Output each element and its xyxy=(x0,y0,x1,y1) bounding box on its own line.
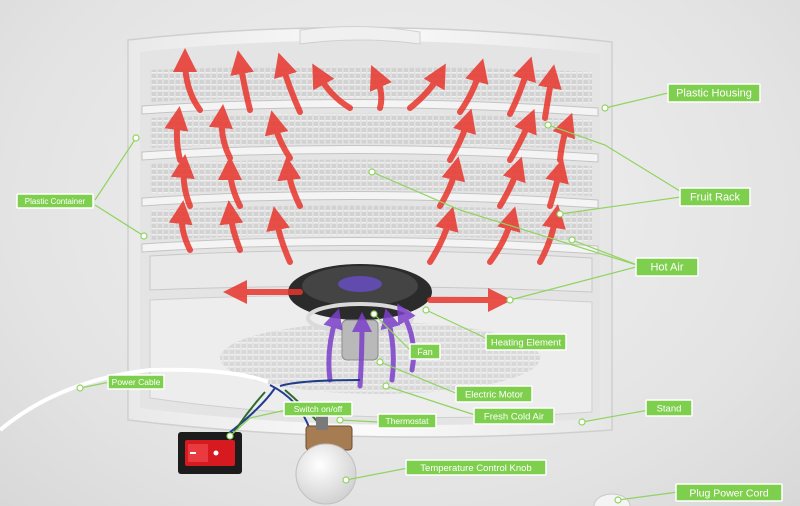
svg-text:Switch on/off: Switch on/off xyxy=(294,404,343,414)
label-plastic-container: Plastic Container xyxy=(16,193,94,209)
power-cable xyxy=(0,367,269,432)
label-electric-motor: Electric Motor xyxy=(455,385,533,403)
svg-text:Fruit Rack: Fruit Rack xyxy=(690,192,741,204)
svg-text:Stand: Stand xyxy=(657,404,682,415)
svg-text:Plastic Housing: Plastic Housing xyxy=(676,88,752,100)
label-hot-air: Hot Air xyxy=(635,257,699,277)
svg-text:Electric Motor: Electric Motor xyxy=(465,390,523,401)
label-fruit-rack: Fruit Rack xyxy=(679,187,751,207)
label-stand: Stand xyxy=(645,399,693,417)
svg-text:Temperature Control Knob: Temperature Control Knob xyxy=(420,463,531,474)
svg-text:Heating Element: Heating Element xyxy=(491,338,562,349)
leader-lines xyxy=(76,92,689,504)
label-temperature-control-knob: Temperature Control Knob xyxy=(405,459,547,476)
rack-3 xyxy=(141,159,599,209)
svg-text:Hot Air: Hot Air xyxy=(650,262,683,274)
label-heating-element: Heating Element xyxy=(485,333,567,351)
temperature-control-knob-component xyxy=(295,443,357,505)
label-fan: Fan xyxy=(409,343,441,360)
switch-on-off-component xyxy=(178,432,242,474)
hot-air-arrows xyxy=(164,48,576,312)
rack-2 xyxy=(141,113,599,163)
thermostat-component xyxy=(305,416,353,451)
label-thermostat: Thermostat xyxy=(377,413,437,429)
fresh-cold-air-arrows xyxy=(323,303,417,389)
label-power-cable: Power Cable xyxy=(107,374,165,390)
svg-text:Plug Power Cord: Plug Power Cord xyxy=(689,488,769,500)
label-switch-on-off: Switch on/off xyxy=(283,401,353,417)
rack-4 xyxy=(141,205,599,255)
label-plastic-housing: Plastic Housing xyxy=(667,83,761,103)
label-plug-power-cord: Plug Power Cord xyxy=(675,483,783,502)
svg-text:Fresh Cold Air: Fresh Cold Air xyxy=(484,412,544,423)
svg-text:Thermostat: Thermostat xyxy=(386,416,430,426)
plug-component xyxy=(593,493,631,506)
svg-text:Power Cable: Power Cable xyxy=(112,377,161,387)
svg-text:Plastic Container: Plastic Container xyxy=(25,197,86,206)
svg-text:Fan: Fan xyxy=(417,347,433,357)
label-fresh-cold-air: Fresh Cold Air xyxy=(473,407,555,425)
